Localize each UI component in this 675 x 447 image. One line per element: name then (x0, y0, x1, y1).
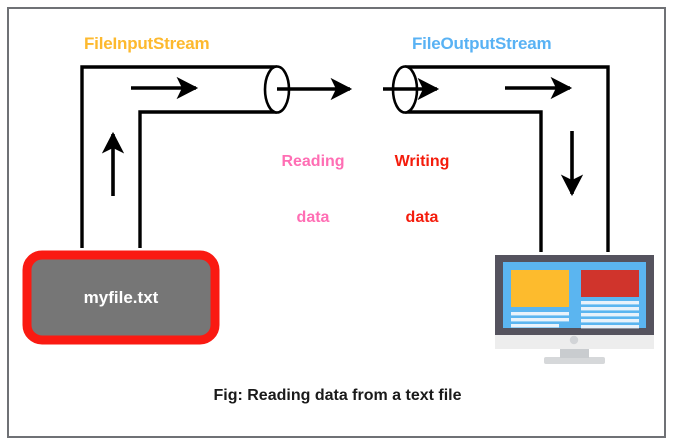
label-writing-data: Writing data (382, 115, 462, 266)
file-node[interactable] (22, 250, 220, 345)
label-writing-line2: data (405, 209, 439, 227)
screen-yellow-block (511, 270, 569, 307)
screen-text-lines-right (581, 301, 639, 329)
screen-text-lines-left (511, 312, 569, 328)
label-fileoutputstream: FileOutputStream (412, 34, 552, 53)
monitor-icon[interactable] (495, 255, 654, 364)
screen-red-block (581, 270, 639, 297)
label-reading-data: Reading data (267, 115, 359, 266)
label-writing-line1: Writing (394, 152, 450, 170)
file-node-label: myfile.txt (83, 288, 159, 307)
figure-caption: Fig: Reading data from a text file (213, 387, 462, 404)
monitor-power-button-icon[interactable] (569, 335, 579, 345)
monitor-stand-neck (560, 347, 589, 358)
label-reading-line2: data (296, 209, 330, 227)
label-fileinputstream: FileInputStream (84, 34, 210, 53)
monitor-stand-base (544, 357, 605, 364)
label-reading-line1: Reading (281, 152, 345, 170)
